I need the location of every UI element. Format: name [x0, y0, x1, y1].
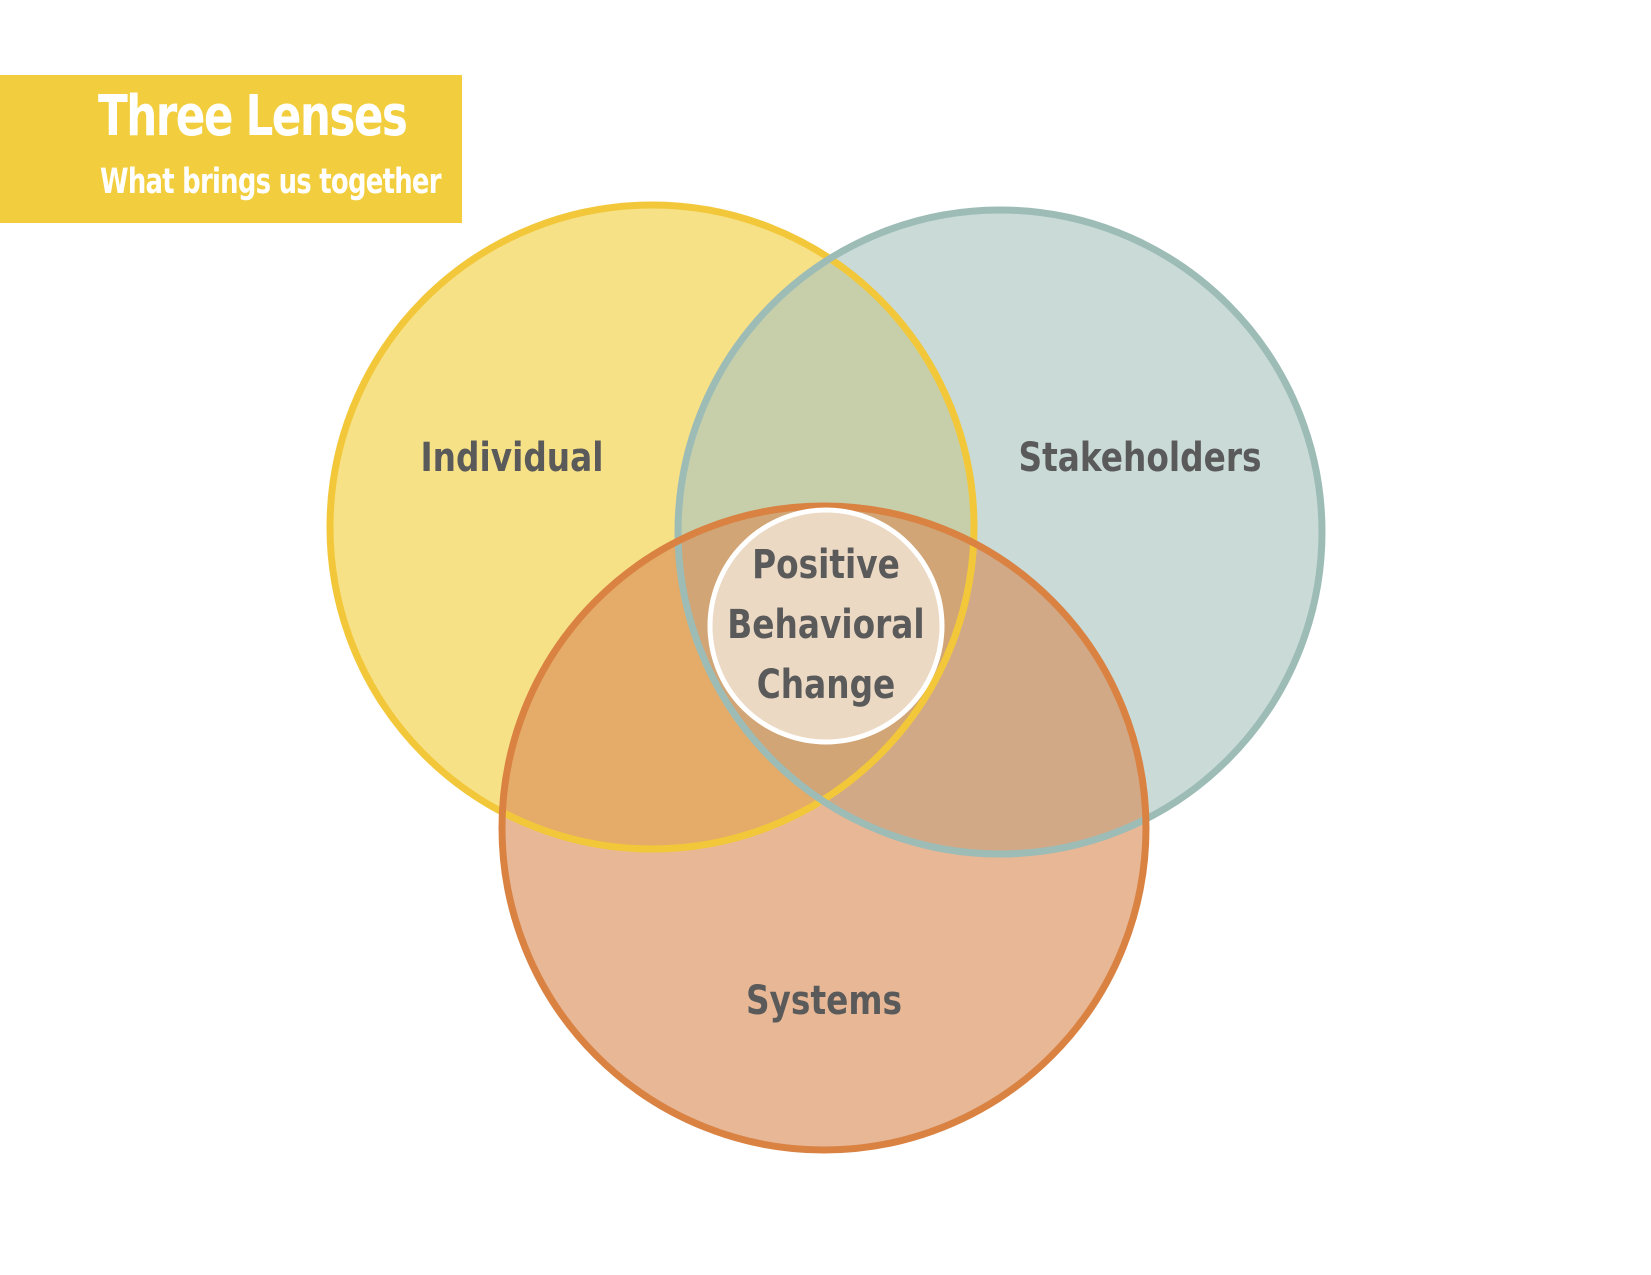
center-label-line-1: Positive [752, 541, 900, 588]
label-stakeholders: Stakeholders [1018, 434, 1261, 481]
outline-individual [326, 201, 978, 853]
label-individual: Individual [420, 434, 603, 481]
center-circle [707, 507, 945, 745]
page-subtitle: What brings us together [100, 162, 442, 202]
label-systems: Systems [746, 977, 902, 1024]
center-label-line-2: Behavioral [727, 601, 924, 648]
title-banner: Three Lenses What brings us together [0, 75, 462, 223]
outline-systems [498, 502, 1150, 1154]
page-title: Three Lenses [98, 84, 408, 149]
outline-stakeholders [674, 206, 1326, 858]
center-label-line-3: Change [757, 661, 896, 708]
circle-systems [502, 506, 1146, 1150]
